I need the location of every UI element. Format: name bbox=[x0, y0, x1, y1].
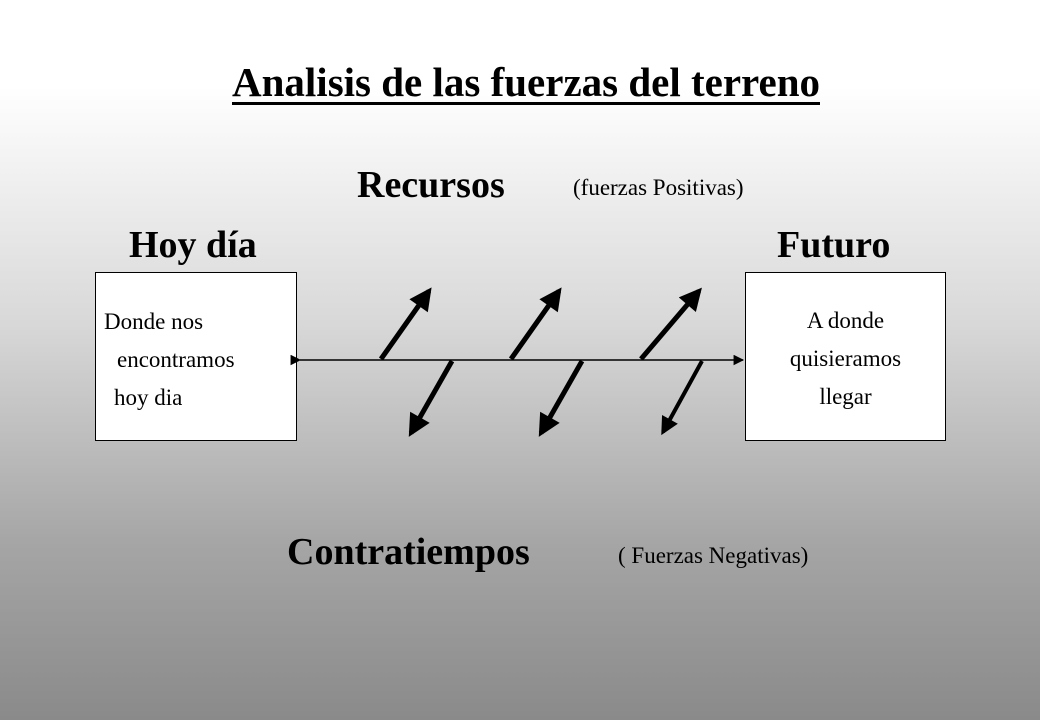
hoy-dia-heading: Hoy día bbox=[129, 224, 257, 266]
desired-state-line-2: quisieramos bbox=[789, 346, 902, 371]
positive-force-arrow-2 bbox=[508, 287, 562, 361]
positive-force-arrow-1 bbox=[378, 287, 432, 361]
positive-forces-note: (fuerzas Positivas) bbox=[573, 175, 744, 200]
desired-state-box: A donde quisieramos llegar bbox=[745, 272, 946, 441]
negative-force-arrow-1 bbox=[408, 359, 455, 437]
positive-force-arrow-3 bbox=[639, 287, 702, 361]
desired-state-line-3: llegar bbox=[819, 384, 872, 409]
current-state-line-3: hoy dia bbox=[114, 385, 183, 410]
slide-title: Analisis de las fuerzas del terreno bbox=[232, 59, 820, 105]
desired-state-line-1: A donde bbox=[806, 308, 885, 333]
futuro-heading: Futuro bbox=[777, 224, 891, 266]
current-state-line-2: encontramos bbox=[117, 347, 235, 372]
current-state-box: Donde nos encontramos hoy dia bbox=[95, 272, 297, 441]
negative-force-arrow-3 bbox=[661, 360, 704, 436]
recursos-heading: Recursos bbox=[357, 164, 505, 206]
current-state-line-1: Donde nos bbox=[104, 309, 204, 334]
contratiempos-heading: Contratiempos bbox=[287, 531, 530, 573]
negative-force-arrow-2 bbox=[538, 359, 585, 437]
negative-forces-note: ( Fuerzas Negativas) bbox=[618, 543, 809, 568]
